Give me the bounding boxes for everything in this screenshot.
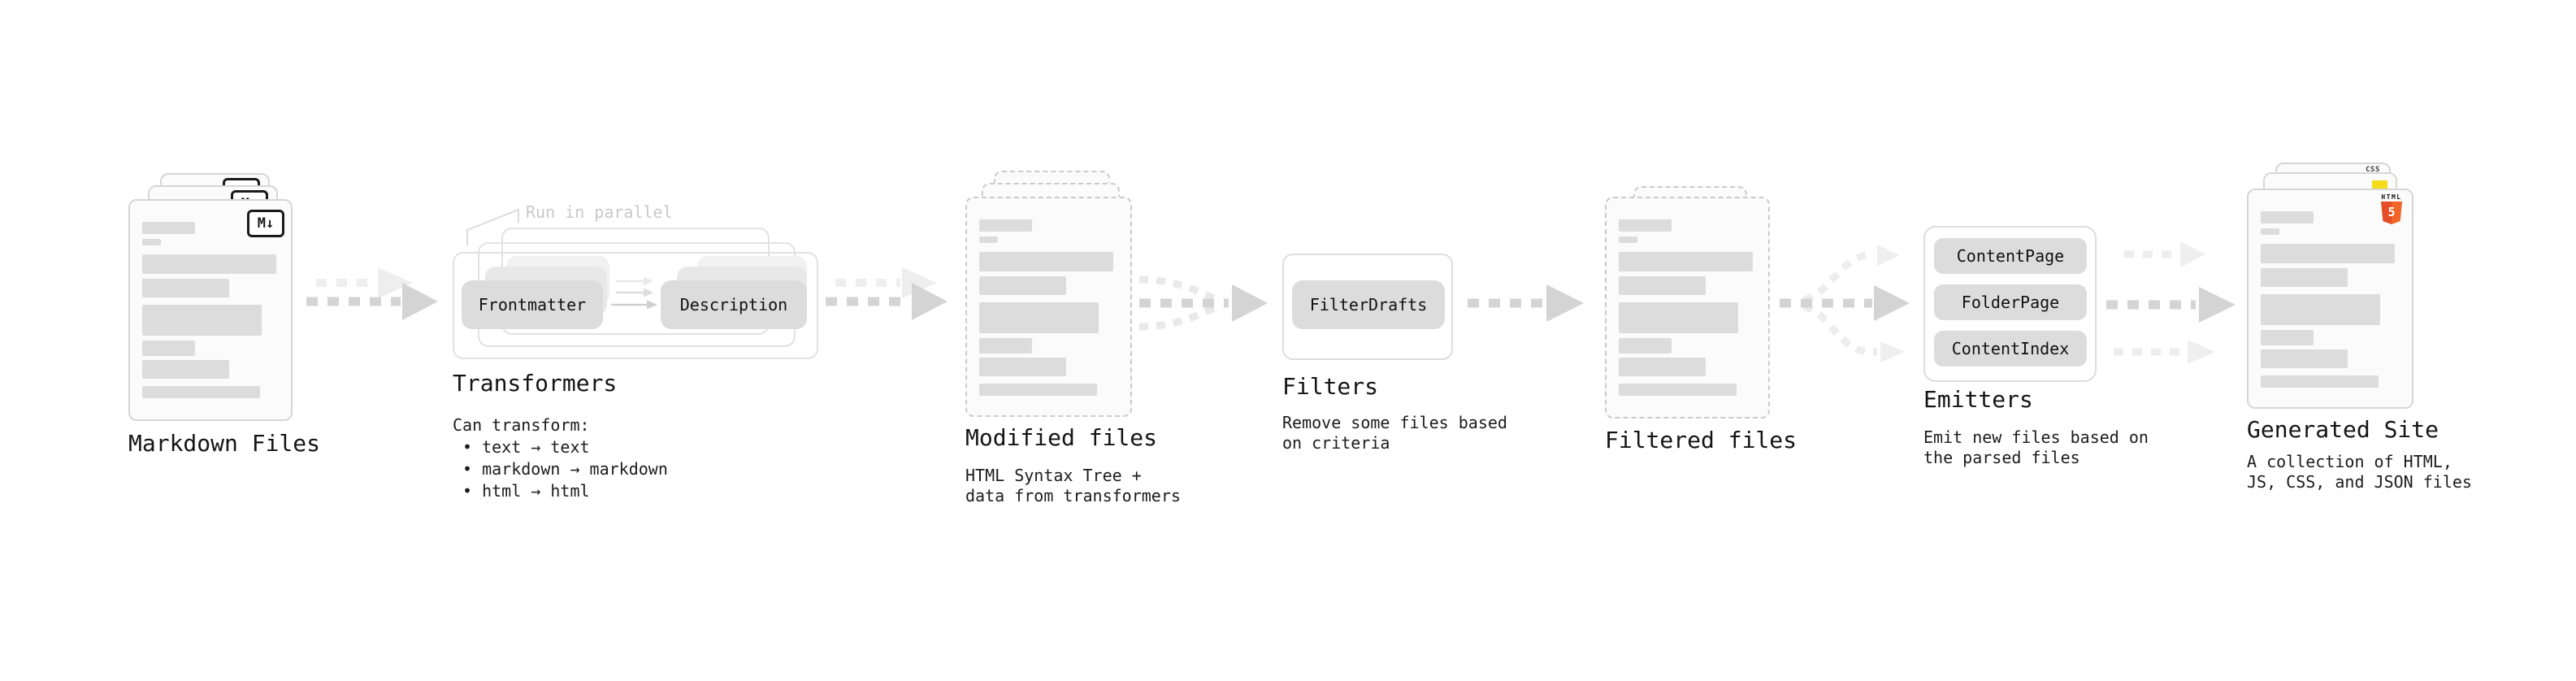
arrow-filters-to-filtered xyxy=(1468,284,1584,322)
subtitle-line: data from transformers xyxy=(965,486,1181,505)
doc-text-skeleton xyxy=(2249,190,2412,388)
filters-label: Filters xyxy=(1282,373,1379,400)
doc-text-bar xyxy=(1619,252,1753,271)
doc-text-bar xyxy=(142,279,229,297)
subtitle-line: the parsed files xyxy=(1923,448,2080,467)
doc-text-bar xyxy=(142,239,161,245)
doc-text-bar xyxy=(1619,384,1737,396)
can-transform-line: Can transform: xyxy=(453,415,590,435)
doc-text-bar xyxy=(1619,219,1672,232)
filtered-files-label: Filtered files xyxy=(1605,427,1798,453)
doc-text-bar xyxy=(1619,338,1672,354)
doc-text-bar xyxy=(1619,276,1706,295)
modified-files-subtitle: HTML Syntax Tree + data from transformer… xyxy=(965,466,1181,506)
css-icon-text: CSS xyxy=(2366,166,2380,174)
transformer-box-description: Description xyxy=(661,280,807,329)
bullet-line: • html → html xyxy=(453,480,668,502)
arrow-transformers-to-modified xyxy=(826,267,948,320)
filters-subtitle: Remove some files based on criteria xyxy=(1282,413,1507,453)
doc-text-bar xyxy=(2261,228,2279,235)
doc-text-bar xyxy=(2261,211,2314,223)
doc-text-bar xyxy=(2261,244,2395,263)
transformers-description: Can transform: • text → text • markdown … xyxy=(453,414,668,502)
doc-text-bar xyxy=(142,222,195,234)
doc-text-bar xyxy=(142,305,262,336)
markdown-files-label: Markdown Files xyxy=(128,430,321,457)
doc-text-skeleton xyxy=(130,201,291,398)
bullet-dot: • xyxy=(462,437,473,457)
doc-text-bar xyxy=(979,219,1032,232)
transformers-outline-front xyxy=(453,252,818,359)
emitter-box-contentindex: ContentIndex xyxy=(1934,331,2087,367)
doc-text-bar xyxy=(979,276,1066,295)
emitters-subtitle: Emit new files based on the parsed files xyxy=(1923,427,2149,468)
markdown-icon: M↓ xyxy=(247,210,284,237)
doc-text-bar xyxy=(2261,349,2348,368)
arrow-markdown-to-transformers xyxy=(306,267,438,320)
modified-files-label: Modified files xyxy=(965,424,1158,451)
arrow-modified-to-filters-merge xyxy=(1138,275,1268,331)
doc-text-bar xyxy=(979,236,998,243)
doc-text-bar xyxy=(2261,268,2348,287)
doc-text-bar xyxy=(142,386,260,398)
doc-text-bar xyxy=(2261,294,2380,325)
doc-text-bar xyxy=(1619,236,1637,243)
arrow-emitters-to-generated xyxy=(2106,241,2236,364)
doc-text-bar xyxy=(1619,358,1706,376)
transformers-label: Transformers xyxy=(453,370,618,397)
emitter-box-contentpage: ContentPage xyxy=(1934,238,2087,274)
html5-icon: HTML 5 xyxy=(2381,193,2402,224)
modified-file-front xyxy=(965,197,1132,417)
html5-icon-number: 5 xyxy=(2387,204,2396,219)
doc-text-bar xyxy=(142,340,195,356)
transformer-box-frontmatter: Frontmatter xyxy=(462,280,603,329)
doc-text-bar xyxy=(979,252,1113,271)
subtitle-line: A collection of HTML, xyxy=(2247,452,2452,471)
subtitle-line: HTML Syntax Tree + xyxy=(965,466,1142,485)
bullet-text: html → html xyxy=(482,481,590,501)
doc-text-bar xyxy=(142,254,276,274)
doc-text-bar xyxy=(2261,330,2314,345)
doc-text-bar xyxy=(979,384,1097,396)
bullet-line: • text → text xyxy=(453,436,668,458)
emitters-label: Emitters xyxy=(1923,386,2033,413)
subtitle-line: Remove some files based xyxy=(1282,413,1507,432)
doc-text-skeleton xyxy=(967,198,1130,396)
doc-text-bar xyxy=(979,338,1032,354)
doc-text-bar xyxy=(1619,302,1738,333)
bullet-dot: • xyxy=(462,481,473,501)
markdown-icon-glyph: M↓ xyxy=(257,215,275,232)
subtitle-line: on criteria xyxy=(1282,433,1390,453)
bullet-dot: • xyxy=(462,459,473,479)
doc-text-bar xyxy=(142,360,229,379)
subtitle-line: Emit new files based on xyxy=(1923,427,2149,447)
doc-text-skeleton xyxy=(1607,198,1768,396)
html5-icon-shield-highlight xyxy=(2392,202,2402,224)
html5-icon-text: HTML xyxy=(2381,193,2402,201)
run-in-parallel-label: Run in parallel xyxy=(526,202,673,222)
filtered-file-front xyxy=(1605,197,1770,419)
doc-text-bar xyxy=(2261,375,2379,388)
generated-site-subtitle: A collection of HTML, JS, CSS, and JSON … xyxy=(2247,452,2472,492)
generated-file-html: HTML 5 xyxy=(2247,189,2413,409)
html5-icon-shield: 5 xyxy=(2381,202,2402,224)
arrow-filtered-to-emitters-split xyxy=(1780,245,1910,362)
filter-box-filterdrafts: FilterDrafts xyxy=(1292,280,1445,329)
emitter-box-folderpage: FolderPage xyxy=(1934,284,2087,320)
generated-site-label: Generated Site xyxy=(2247,416,2439,443)
bullet-text: text → text xyxy=(482,437,590,457)
doc-text-bar xyxy=(979,358,1066,376)
bullet-line: • markdown → markdown xyxy=(453,458,668,480)
markdown-file-front: M↓ xyxy=(128,199,293,421)
doc-text-bar xyxy=(979,302,1099,333)
bullet-text: markdown → markdown xyxy=(482,459,668,479)
subtitle-line: JS, CSS, and JSON files xyxy=(2247,472,2472,492)
